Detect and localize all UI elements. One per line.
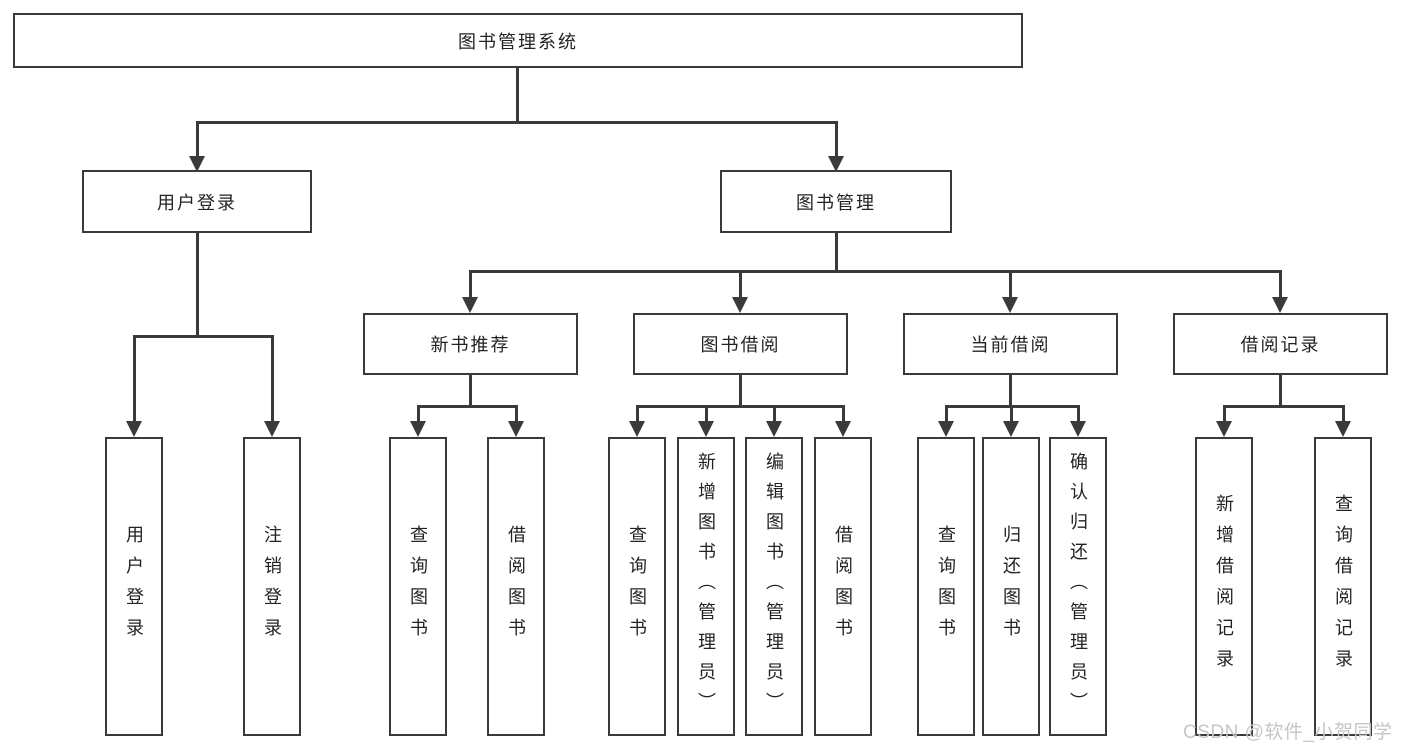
arrowhead-to-borrow-records [1271, 297, 1288, 313]
leaf-borrow-books-2-label: 借阅图书 [833, 524, 853, 649]
node-borrow-records-label: 借阅记录 [1240, 335, 1321, 355]
node-borrow-records: 借阅记录 [1173, 313, 1388, 375]
leaf-add-book-admin: 新增图书（管理员） [677, 437, 735, 736]
arrowhead-to-leaf-edit-book [765, 421, 782, 437]
connector-to-user-login [195, 122, 199, 156]
connector-to-leaf-query-books-2 [635, 406, 639, 421]
connector-to-leaf-edit-book [772, 406, 776, 421]
arrowhead-to-new-book-recommend [461, 297, 478, 313]
connector-to-leaf-borrow-books-1 [514, 406, 518, 421]
connector-user-login-stem [195, 233, 199, 337]
node-book-management-label: 图书管理 [796, 192, 876, 213]
connector-current-borrow-stem [1008, 375, 1012, 408]
connector-to-current-borrow [1008, 271, 1012, 298]
leaf-borrow-books-1: 借阅图书 [487, 437, 545, 736]
leaf-query-books-2-label: 查询图书 [627, 524, 647, 649]
leaf-borrow-books-1-label: 借阅图书 [506, 524, 526, 649]
leaf-user-login-label: 用户登录 [124, 524, 144, 649]
leaf-query-books-2: 查询图书 [608, 437, 666, 736]
leaf-confirm-return-admin: 确认归还（管理员） [1049, 437, 1107, 736]
connector-to-leaf-confirm-return [1076, 406, 1080, 421]
arrowhead-to-leaf-add-book [697, 421, 714, 437]
leaf-add-book-admin-label: 新增图书（管理员） [696, 451, 716, 722]
leaf-query-borrow-record-label: 查询借阅记录 [1333, 493, 1353, 680]
node-current-borrow-label: 当前借阅 [970, 335, 1051, 355]
node-root-label: 图书管理系统 [458, 31, 578, 52]
arrowhead-to-leaf-query-books-2 [628, 421, 645, 437]
arrowhead-to-leaf-add-borrow-record [1215, 421, 1232, 437]
node-book-borrow: 图书借阅 [633, 313, 848, 375]
node-book-management: 图书管理 [720, 170, 952, 233]
csdn-watermark: CSDN @软件_小贺同学 [1183, 722, 1393, 743]
leaf-confirm-return-admin-label: 确认归还（管理员） [1068, 451, 1088, 722]
connector-root-stem [516, 68, 519, 124]
connector-to-leaf-query-books-3 [944, 406, 948, 421]
connector-book-management-bar [468, 270, 1282, 273]
arrowhead-to-leaf-confirm-return [1069, 421, 1086, 437]
arrowhead-to-leaf-query-borrow-record [1334, 421, 1351, 437]
leaf-query-books-1: 查询图书 [389, 437, 447, 736]
node-new-book-recommend: 新书推荐 [363, 313, 578, 375]
connector-borrow-records-stem [1278, 375, 1282, 408]
connector-to-leaf-query-borrow-record [1341, 406, 1345, 421]
leaf-query-books-1-label: 查询图书 [408, 524, 428, 649]
connector-root-bar [195, 121, 838, 124]
connector-new-book-recommend-stem [468, 375, 472, 408]
arrowhead-to-leaf-query-books-1 [409, 421, 426, 437]
leaf-borrow-books-2: 借阅图书 [814, 437, 872, 736]
arrowhead-to-leaf-borrow-books-1 [507, 421, 524, 437]
node-user-login-branch-label: 用户登录 [157, 192, 237, 213]
connector-borrow-records-bar [1222, 405, 1345, 408]
leaf-query-borrow-record: 查询借阅记录 [1314, 437, 1372, 736]
connector-book-borrow-stem [738, 375, 742, 408]
connector-book-borrow-bar [635, 405, 845, 408]
leaf-add-borrow-record-label: 新增借阅记录 [1214, 493, 1234, 680]
leaf-add-borrow-record: 新增借阅记录 [1195, 437, 1253, 736]
connector-to-borrow-records [1278, 271, 1282, 298]
connector-to-book-borrow [738, 271, 742, 298]
leaf-logout: 注销登录 [243, 437, 301, 736]
arrowhead-to-leaf-query-books-3 [937, 421, 954, 437]
leaf-return-book-label: 归还图书 [1001, 524, 1021, 649]
leaf-return-book: 归还图书 [982, 437, 1040, 736]
leaf-user-login: 用户登录 [105, 437, 163, 736]
connector-to-leaf-query-books-1 [416, 406, 420, 421]
leaf-query-books-3-label: 查询图书 [936, 524, 956, 649]
node-current-borrow: 当前借阅 [903, 313, 1118, 375]
connector-to-leaf-borrow-books-2 [841, 406, 845, 421]
leaf-query-books-3: 查询图书 [917, 437, 975, 736]
leaf-logout-label: 注销登录 [262, 524, 282, 649]
connector-to-leaf-add-borrow-record [1222, 406, 1226, 421]
node-user-login-branch: 用户登录 [82, 170, 312, 233]
leaf-edit-book-admin: 编辑图书（管理员） [745, 437, 803, 736]
connector-to-book-management [834, 122, 838, 156]
arrowhead-to-leaf-user-login [125, 421, 142, 437]
connector-to-leaf-user-login [132, 336, 136, 421]
connector-to-leaf-return-book [1009, 406, 1013, 421]
connector-user-login-bar [132, 335, 274, 338]
arrowhead-to-book-borrow [731, 297, 748, 313]
node-new-book-recommend-label: 新书推荐 [430, 335, 511, 355]
arrowhead-to-leaf-logout [263, 421, 280, 437]
arrowhead-to-book-management [827, 156, 844, 172]
node-root-system: 图书管理系统 [13, 13, 1023, 68]
node-book-borrow-label: 图书借阅 [700, 335, 781, 355]
connector-to-leaf-logout [270, 336, 274, 421]
arrowhead-to-current-borrow [1001, 297, 1018, 313]
arrowhead-to-leaf-borrow-books-2 [834, 421, 851, 437]
connector-to-new-book-recommend [468, 271, 472, 298]
arrowhead-to-leaf-return-book [1002, 421, 1019, 437]
connector-to-leaf-add-book [704, 406, 708, 421]
leaf-edit-book-admin-label: 编辑图书（管理员） [764, 451, 784, 722]
connector-book-management-stem [834, 233, 838, 272]
connector-new-book-recommend-bar [416, 405, 518, 408]
arrowhead-to-user-login [188, 156, 205, 172]
